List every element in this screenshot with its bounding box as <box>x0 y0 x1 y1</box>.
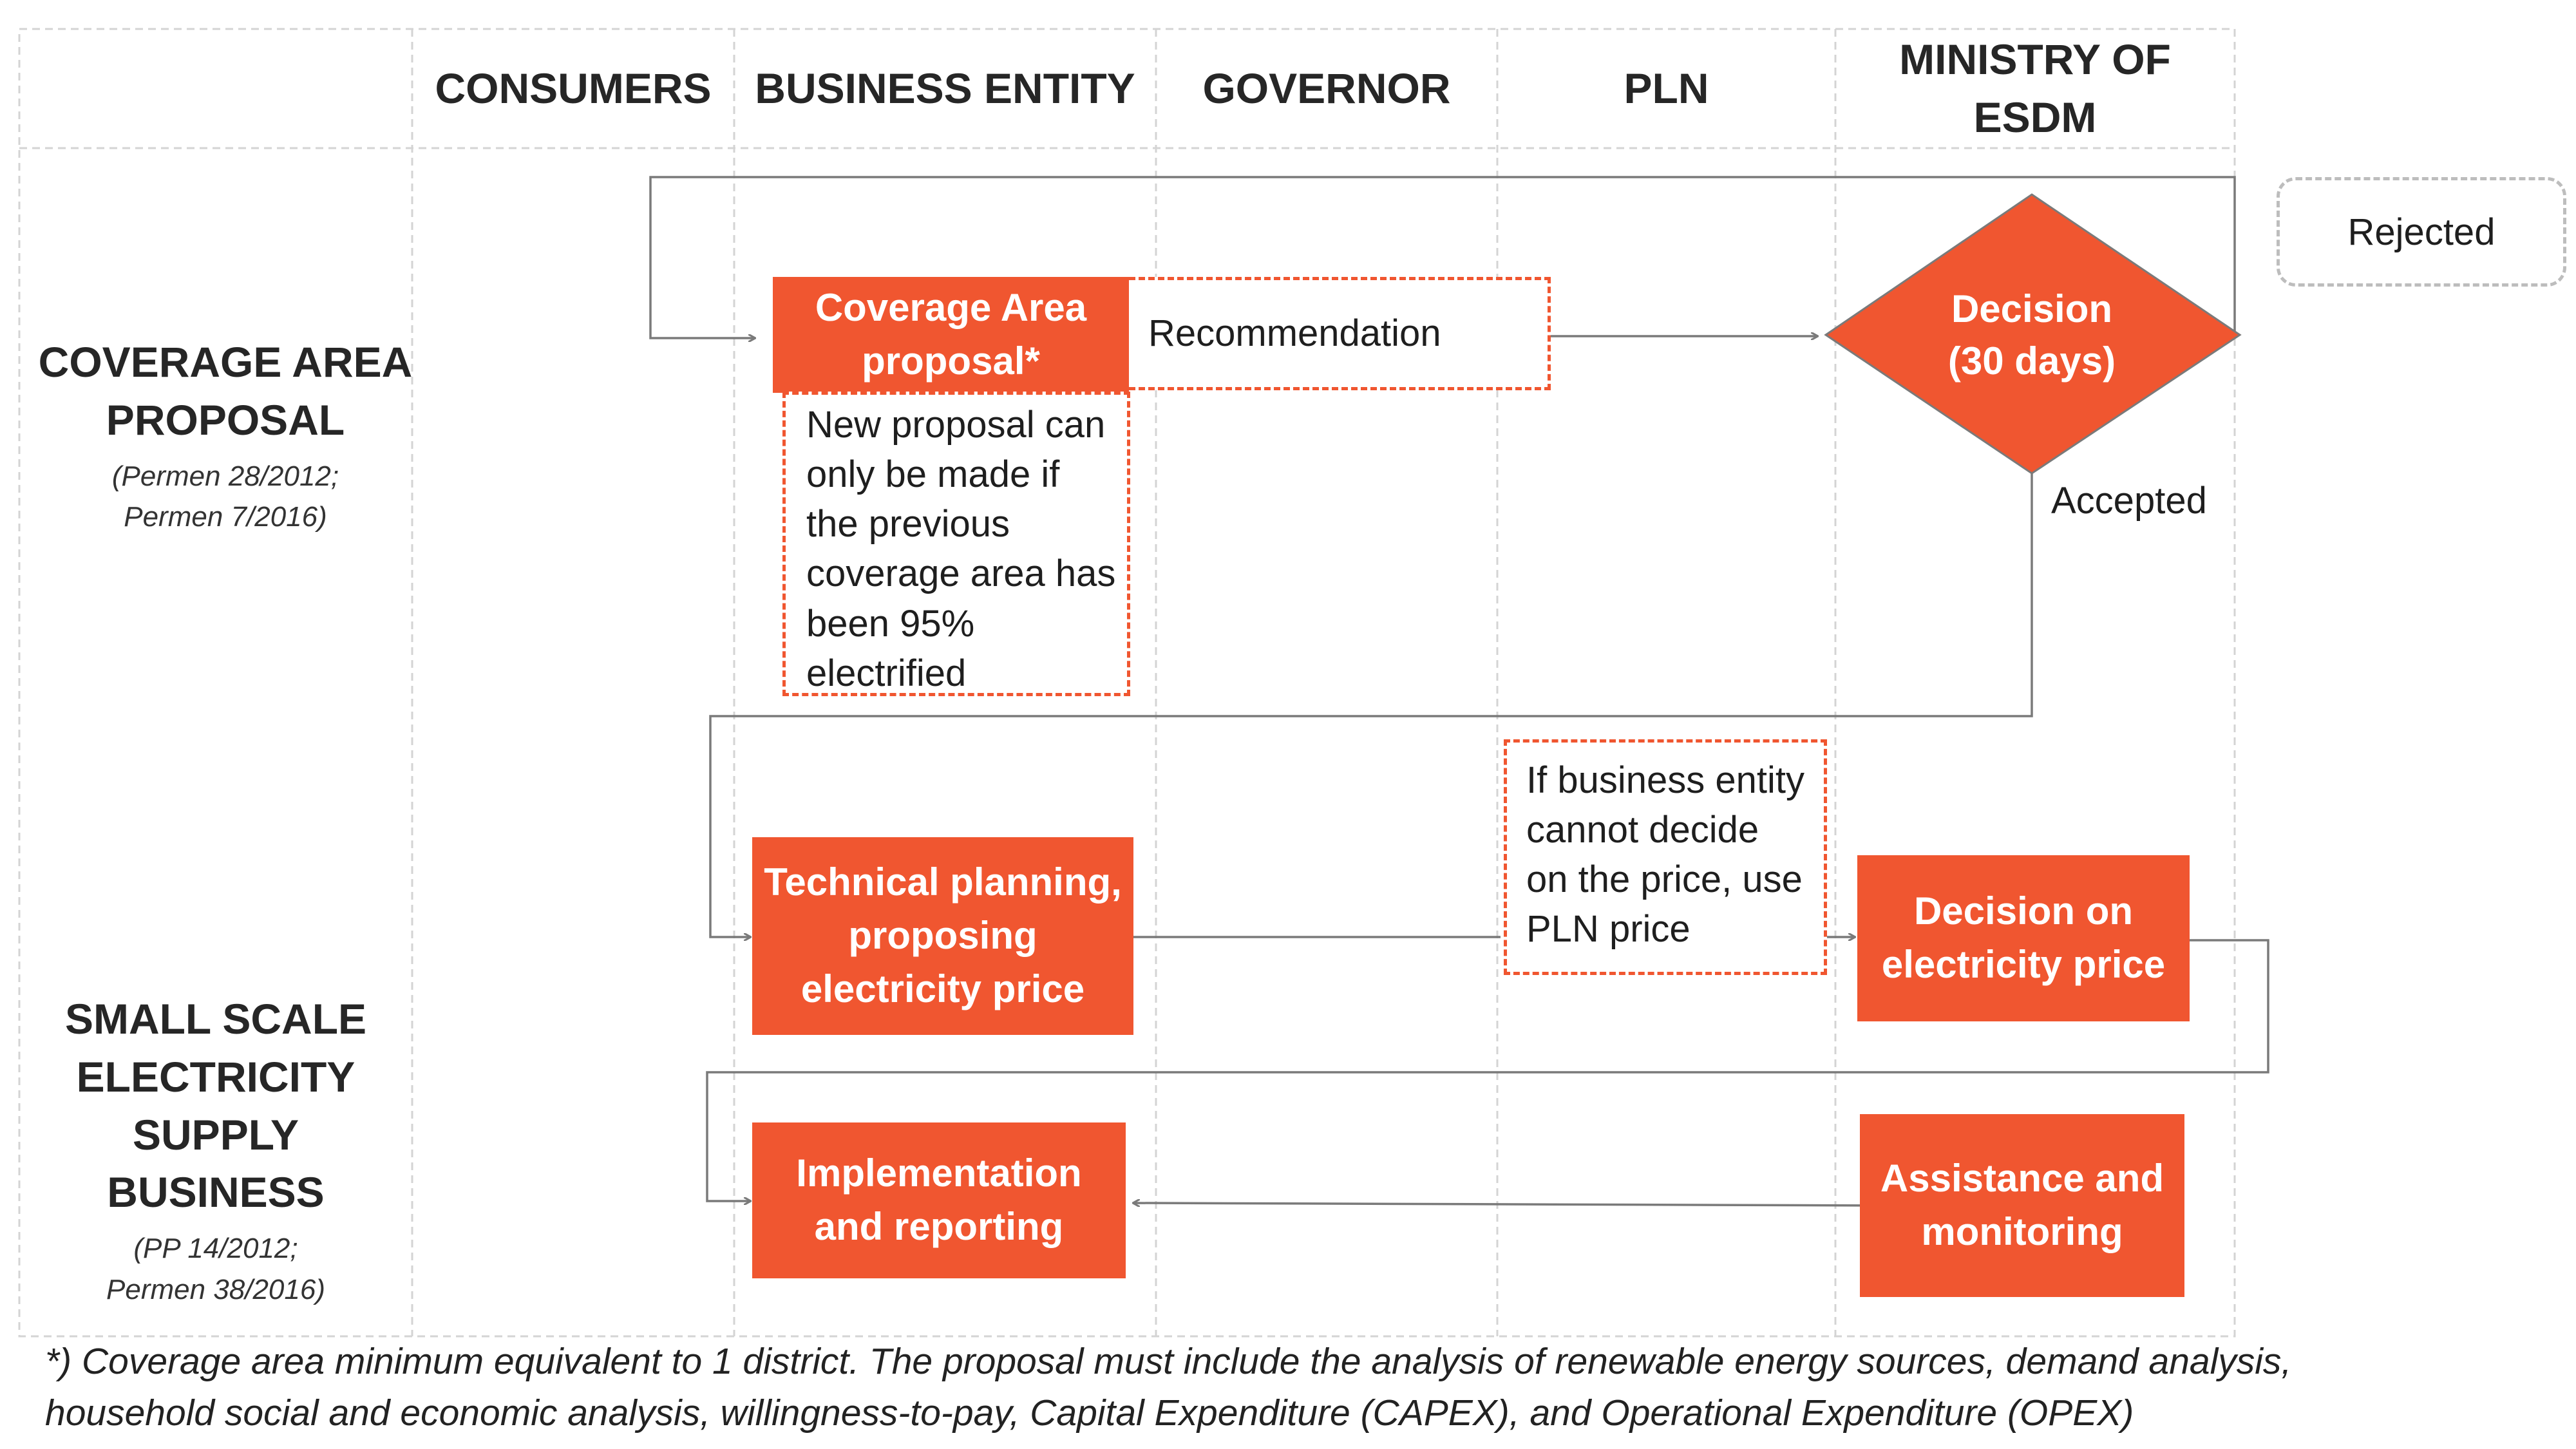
row-label-coverage-area: COVERAGE AREA PROPOSAL (Permen 28/2012; … <box>26 334 425 538</box>
price-to-implementation-connector <box>706 939 2269 1201</box>
proposal-note-box: New proposal can only be made if the pre… <box>782 392 1130 696</box>
row-subtitle-coverage-area: (Permen 28/2012; Permen 7/2016) <box>111 460 339 533</box>
header-pln: PLN <box>1624 64 1709 112</box>
decision-electricity-price-box: Decision on electricity price <box>1857 855 2190 1021</box>
assistance-to-implementation-connector <box>1133 1203 1891 1206</box>
coverage-area-proposal-box: Coverage Area proposal* <box>773 277 1129 393</box>
header-ministry-esdm: MINISTRY OF ESDM <box>1899 35 2171 141</box>
implementation-reporting-box: Implementation and reporting <box>752 1122 1126 1278</box>
accepted-connector <box>709 473 2033 937</box>
accepted-label: Accepted <box>2051 480 2207 522</box>
rejected-loop-connector <box>649 176 2236 338</box>
rejected-box: Rejected <box>2277 177 2566 287</box>
row-label-small-scale: SMALL SCALE ELECTRICITY SUPPLY BUSINESS … <box>19 990 412 1311</box>
header-business-entity: BUSINESS ENTITY <box>755 64 1135 112</box>
decision-label: Decision (30 days) <box>1947 287 2116 383</box>
swimlane-grid <box>18 28 2236 1338</box>
assistance-monitoring-box: Assistance and monitoring <box>1860 1114 2184 1297</box>
row-subtitle-small-scale: (PP 14/2012; Permen 38/2016) <box>106 1233 325 1305</box>
footnote: *) Coverage area minimum equivalent to 1… <box>45 1341 2292 1434</box>
pln-price-note-box: If business entity cannot decide on the … <box>1504 739 1827 975</box>
row-title-coverage-area: COVERAGE AREA PROPOSAL <box>38 338 413 444</box>
row-title-small-scale: SMALL SCALE ELECTRICITY SUPPLY BUSINESS <box>64 995 367 1217</box>
header-consumers: CONSUMERS <box>435 64 712 112</box>
recommendation-box: Recommendation <box>1129 277 1551 390</box>
header-governor: GOVERNOR <box>1202 64 1451 112</box>
decision-diamond <box>1824 193 2242 475</box>
technical-planning-box: Technical planning, proposing electricit… <box>752 837 1133 1035</box>
